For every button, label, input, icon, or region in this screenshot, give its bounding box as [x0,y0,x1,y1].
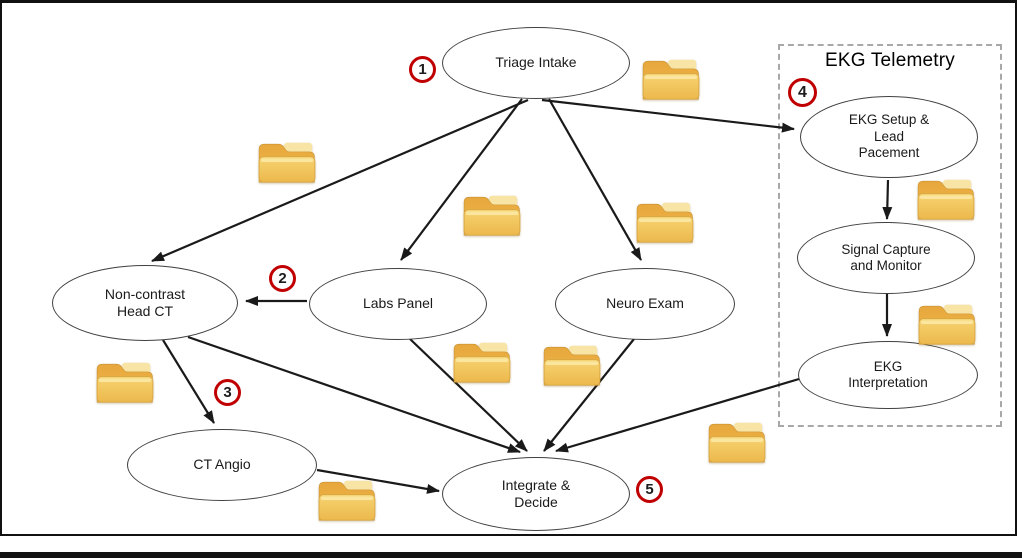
node-neuro-exam: Neuro Exam [555,268,735,340]
step-badge-4: 4 [788,78,817,107]
folder-icon [258,142,316,183]
ekg-telemetry-region-label: EKG Telemetry [824,50,955,71]
node-ekg-interpretation: EKG Interpretation [798,341,978,409]
folder-icon [642,59,700,100]
node-integrate-decide: Integrate & Decide [442,457,630,531]
node-labs-panel: Labs Panel [309,268,487,340]
node-ct-angio: CT Angio [127,429,317,501]
folder-icon [918,304,976,345]
ekg-telemetry-region [778,44,1002,427]
folder-icon [318,480,376,521]
folder-icon [463,195,521,236]
folder-icon [917,179,975,220]
folder-icon [453,342,511,383]
window-bottom-edge [0,552,1022,558]
node-signal-capture-monitor: Signal Capture and Monitor [797,222,975,294]
step-badge-2: 2 [269,265,296,292]
step-badge-1: 1 [409,56,436,83]
node-triage-intake: Triage Intake [442,27,630,99]
step-badge-3: 3 [214,379,241,406]
folder-icon [636,202,694,243]
node-ekg-setup-lead-placement: EKG Setup & Lead Pacement [800,96,978,178]
folder-icon [708,422,766,463]
node-non-contrast-head-ct: Non-contrast Head CT [52,265,238,341]
step-badge-5: 5 [636,476,663,503]
folder-icon [543,345,601,386]
folder-icon [96,362,154,403]
